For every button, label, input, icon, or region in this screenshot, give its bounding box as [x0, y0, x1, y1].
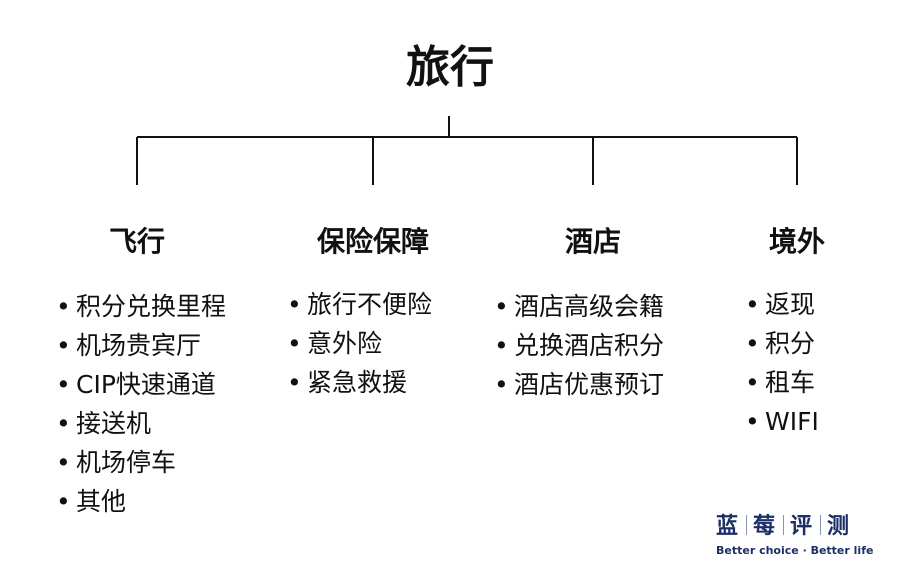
- item-list-overseas: 返现 积分 租车 WIFI: [745, 285, 819, 441]
- category-hotel: 酒店: [564, 225, 621, 258]
- category-insurance: 保险保障: [316, 225, 429, 258]
- category-overseas: 境外: [768, 225, 825, 258]
- list-item: 返现: [745, 285, 819, 324]
- list-item: 接送机: [56, 404, 226, 443]
- brand-char: 评: [790, 514, 815, 539]
- list-item: 机场停车: [56, 443, 226, 482]
- list-item: 兑换酒店积分: [494, 326, 664, 365]
- brand-divider: [820, 515, 822, 535]
- item-list-hotel: 酒店高级会籍 兑换酒店积分 酒店优惠预订: [494, 287, 664, 404]
- brand-logo: 蓝莓评测 Better choice · Better life: [716, 513, 873, 559]
- list-item: 紧急救援: [287, 363, 432, 402]
- list-item: 机场贵宾厅: [56, 326, 226, 365]
- brand-char: 莓: [753, 514, 778, 539]
- brand-divider: [783, 515, 785, 535]
- list-item: 旅行不便险: [287, 285, 432, 324]
- brand-char: 测: [827, 514, 852, 539]
- list-item: CIP快速通道: [56, 365, 226, 404]
- item-list-insurance: 旅行不便险 意外险 紧急救援: [287, 285, 432, 402]
- brand-char: 蓝: [716, 514, 741, 539]
- list-item: 租车: [745, 363, 819, 402]
- diagram-title: 旅行: [406, 42, 494, 93]
- category-flight: 飞行: [108, 225, 165, 258]
- brand-divider: [746, 515, 748, 535]
- list-item: 酒店优惠预订: [494, 365, 664, 404]
- list-item: 意外险: [287, 324, 432, 363]
- brand-tagline: Better choice · Better life: [716, 544, 874, 557]
- list-item: WIFI: [745, 402, 819, 441]
- list-item: 其他: [56, 482, 226, 521]
- list-item: 积分: [745, 324, 819, 363]
- item-list-flight: 积分兑换里程 机场贵宾厅 CIP快速通道 接送机 机场停车 其他: [56, 287, 226, 521]
- list-item: 酒店高级会籍: [494, 287, 664, 326]
- list-item: 积分兑换里程: [56, 287, 226, 326]
- brand-name: 蓝莓评测: [716, 513, 873, 541]
